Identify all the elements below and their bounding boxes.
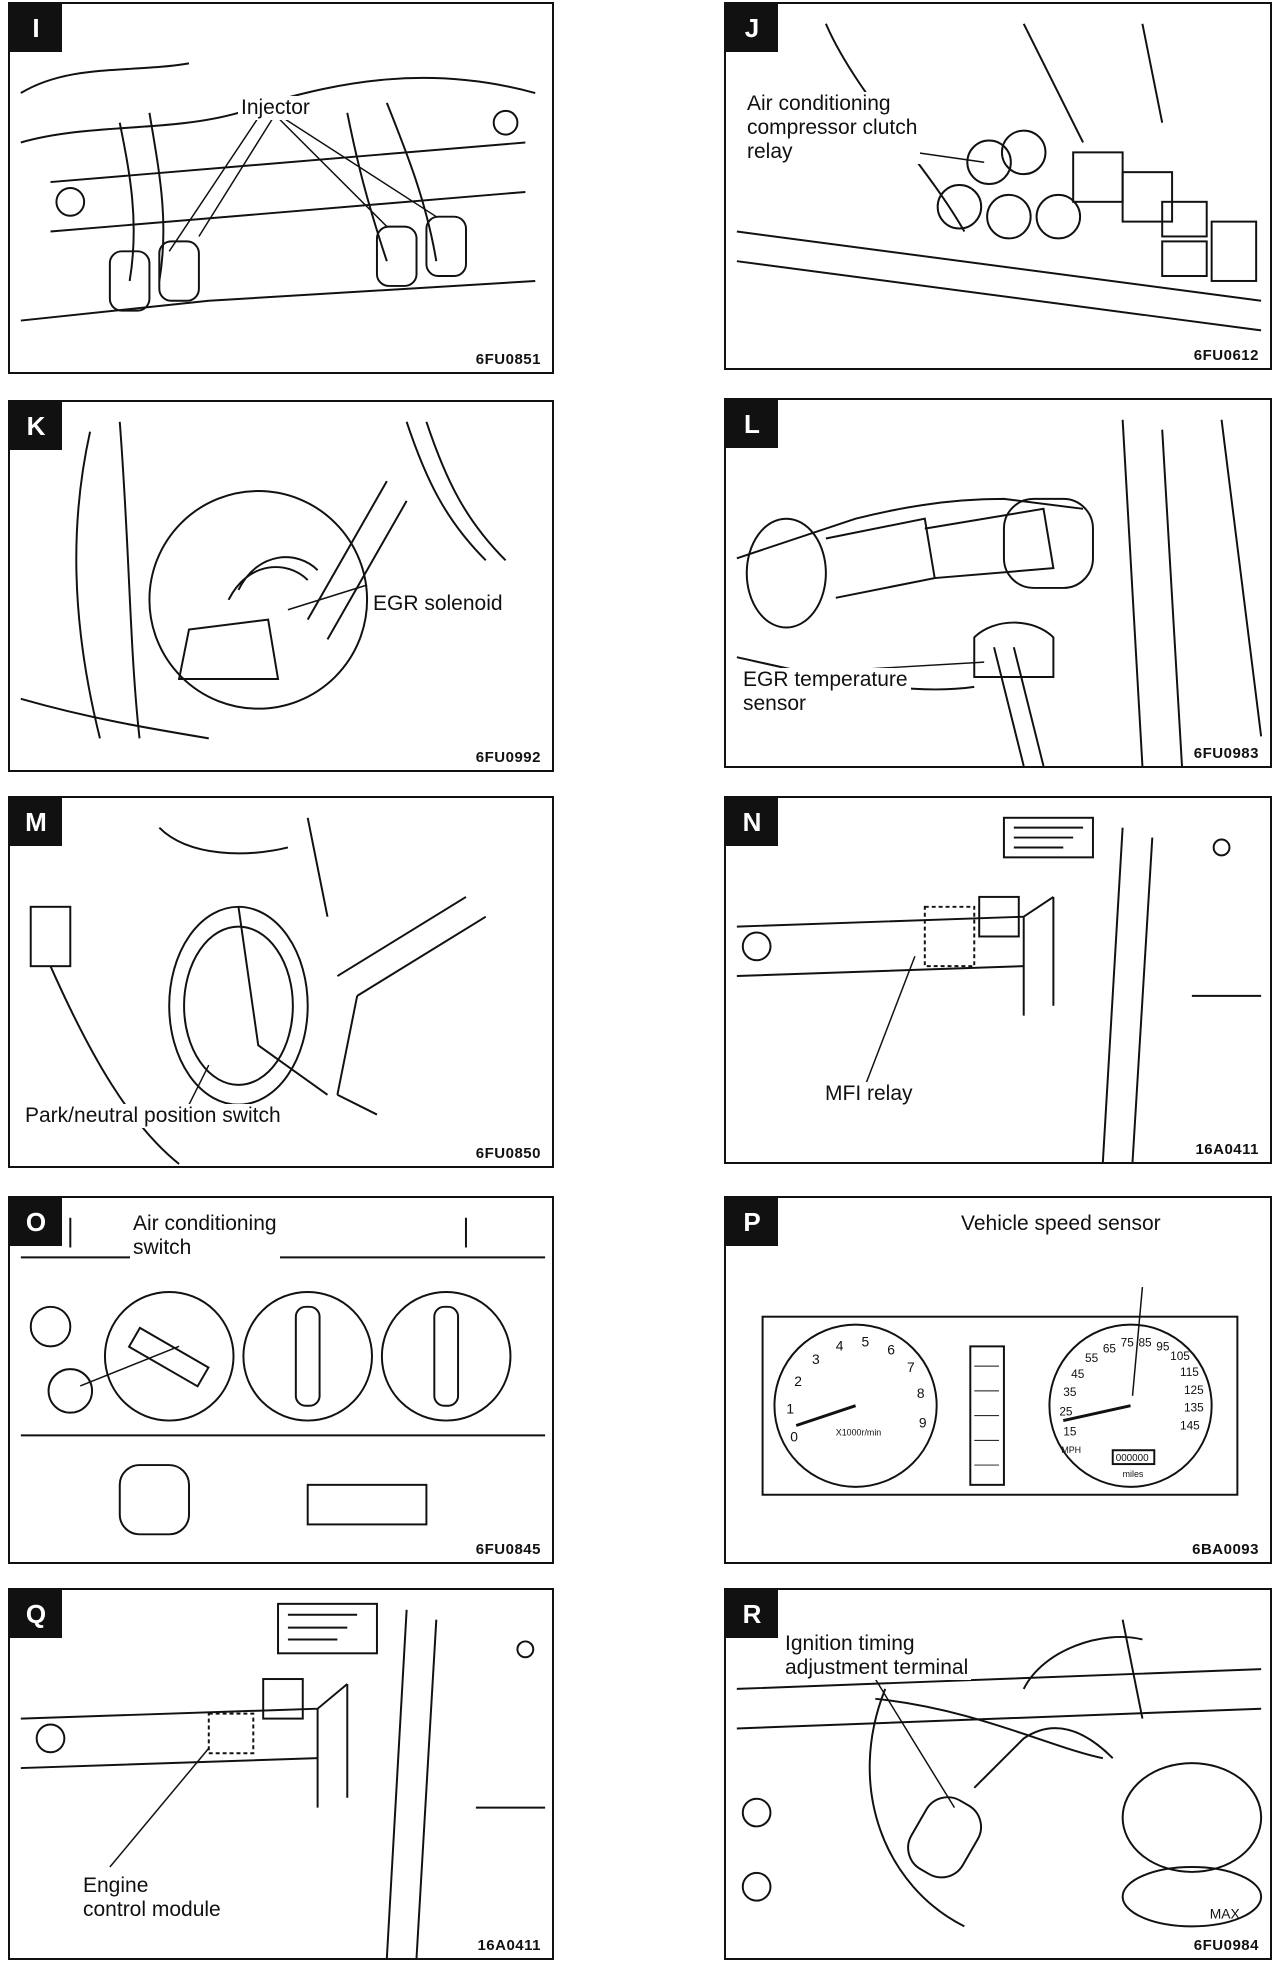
speedo-number-145: 145: [1180, 1418, 1200, 1432]
figure-code: 16A0411: [474, 1937, 544, 1954]
speedo-number-135: 135: [1184, 1401, 1204, 1415]
panel-letter: L: [726, 400, 778, 448]
figure-code: 6FU0983: [1190, 745, 1262, 762]
figure-code: 6BA0093: [1189, 1541, 1262, 1558]
label-line: sensor: [743, 692, 807, 715]
tach-number-4: 4: [836, 1337, 844, 1353]
speedo-unit: MPH: [1061, 1445, 1081, 1455]
panel-letter: O: [10, 1198, 62, 1246]
panel-i: I Injector 6FU0851: [8, 2, 554, 374]
panel-letter: N: [726, 798, 778, 846]
tach-number-8: 8: [917, 1385, 925, 1401]
panel-letter: M: [10, 798, 62, 846]
park-neutral-switch-label: Park/neutral position switch: [22, 1104, 284, 1128]
speedo-number-25: 25: [1059, 1405, 1073, 1419]
figure-code: 16A0411: [1192, 1141, 1262, 1158]
panel-letter: K: [10, 402, 62, 450]
speedo-number-45: 45: [1071, 1367, 1085, 1381]
egr-solenoid-illustration: [20, 421, 507, 740]
label-line: Engine: [83, 1874, 149, 1897]
panel-r: MAX R Ignition timing adjustment termina…: [724, 1588, 1272, 1960]
tach-number-6: 6: [887, 1341, 895, 1357]
label-line: relay: [747, 140, 793, 163]
speedo-number-65: 65: [1103, 1341, 1117, 1355]
label-line: control module: [83, 1898, 221, 1921]
figure-code: 6FU0850: [472, 1145, 544, 1162]
instrument-cluster-illustration: 0 1 2 3 4 5 6 7 8 9 X1000r/min 15 25 35 …: [761, 1286, 1239, 1496]
panel-n: N MFI relay 16A0411: [724, 796, 1272, 1164]
mfi-relay-label: MFI relay: [822, 1082, 916, 1106]
speedo-number-95: 95: [1156, 1339, 1170, 1353]
label-line: Ignition timing: [785, 1632, 915, 1655]
tach-number-2: 2: [794, 1373, 802, 1389]
speedo-number-55: 55: [1085, 1351, 1099, 1365]
injector-label: Injector: [238, 96, 313, 120]
figure-code: 6FU0851: [472, 351, 544, 368]
speedo-number-105: 105: [1170, 1349, 1190, 1363]
speedo-number-115: 115: [1180, 1365, 1199, 1379]
ac-compressor-relay-illustration: [736, 23, 1262, 332]
speedo-number-15: 15: [1063, 1424, 1077, 1438]
label-line: EGR temperature: [743, 668, 908, 691]
speedo-number-125: 125: [1184, 1383, 1204, 1397]
speedo-number-75: 75: [1121, 1335, 1135, 1349]
egr-solenoid-label: EGR solenoid: [370, 592, 506, 616]
panel-o: O Air conditioning switch 6FU0845: [8, 1196, 554, 1564]
ignition-timing-terminal-illustration: MAX: [736, 1619, 1263, 1928]
engine-control-module-illustration: [20, 1602, 546, 1958]
injector-illustration: [20, 62, 536, 322]
panel-letter: R: [726, 1590, 778, 1638]
panel-letter: I: [10, 4, 62, 52]
figure-code: 6FU0984: [1190, 1937, 1262, 1954]
figure-code: 6FU0845: [472, 1541, 544, 1558]
egr-temperature-sensor-illustration: [736, 419, 1263, 766]
panel-m: M Park/neutral position switch 6FU0850: [8, 796, 554, 1168]
tach-number-3: 3: [812, 1351, 820, 1367]
max-marking: MAX: [1210, 1905, 1240, 1921]
label-line: switch: [133, 1236, 192, 1259]
tach-number-1: 1: [786, 1401, 794, 1417]
label-line: compressor clutch: [747, 116, 918, 139]
panel-k: K EGR solenoid 6FU0992: [8, 400, 554, 772]
engine-control-module-label: Engine control module: [80, 1874, 224, 1922]
mfi-relay-illustration: [736, 816, 1262, 1162]
tach-number-0: 0: [790, 1428, 798, 1444]
panel-letter: Q: [10, 1590, 62, 1638]
vehicle-speed-sensor-label: Vehicle speed sensor: [958, 1212, 1164, 1236]
egr-temperature-sensor-label: EGR temperature sensor: [740, 668, 911, 716]
tach-unit: X1000r/min: [836, 1427, 882, 1437]
panel-j: J Air conditioning compressor clutch rel…: [724, 2, 1272, 370]
figure-code: 6FU0612: [1190, 347, 1262, 364]
tach-number-9: 9: [919, 1414, 927, 1430]
tach-number-7: 7: [907, 1359, 915, 1375]
panel-p: 0 1 2 3 4 5 6 7 8 9 X1000r/min 15 25 35 …: [724, 1196, 1272, 1564]
label-line: adjustment terminal: [785, 1656, 969, 1679]
speedo-number-85: 85: [1138, 1335, 1152, 1349]
label-line: Air conditioning: [133, 1212, 277, 1235]
label-line: Air conditioning: [747, 92, 891, 115]
figure-code: 6FU0992: [472, 749, 544, 766]
ac-compressor-relay-label: Air conditioning compressor clutch relay: [744, 92, 921, 164]
panel-letter: P: [726, 1198, 778, 1246]
tach-number-5: 5: [862, 1333, 870, 1349]
ac-switch-label: Air conditioning switch: [130, 1212, 280, 1260]
panel-l: L EGR temperature sensor 6FU0983: [724, 398, 1272, 768]
odometer-display: 000000: [1116, 1453, 1149, 1464]
odometer-unit: miles: [1123, 1469, 1144, 1479]
ac-switch-illustration: [20, 1217, 546, 1536]
panel-q: Q Engine control module 16A0411: [8, 1588, 554, 1960]
speedo-number-35: 35: [1063, 1385, 1077, 1399]
ignition-timing-terminal-label: Ignition timing adjustment terminal: [782, 1632, 972, 1680]
panel-letter: J: [726, 4, 778, 52]
